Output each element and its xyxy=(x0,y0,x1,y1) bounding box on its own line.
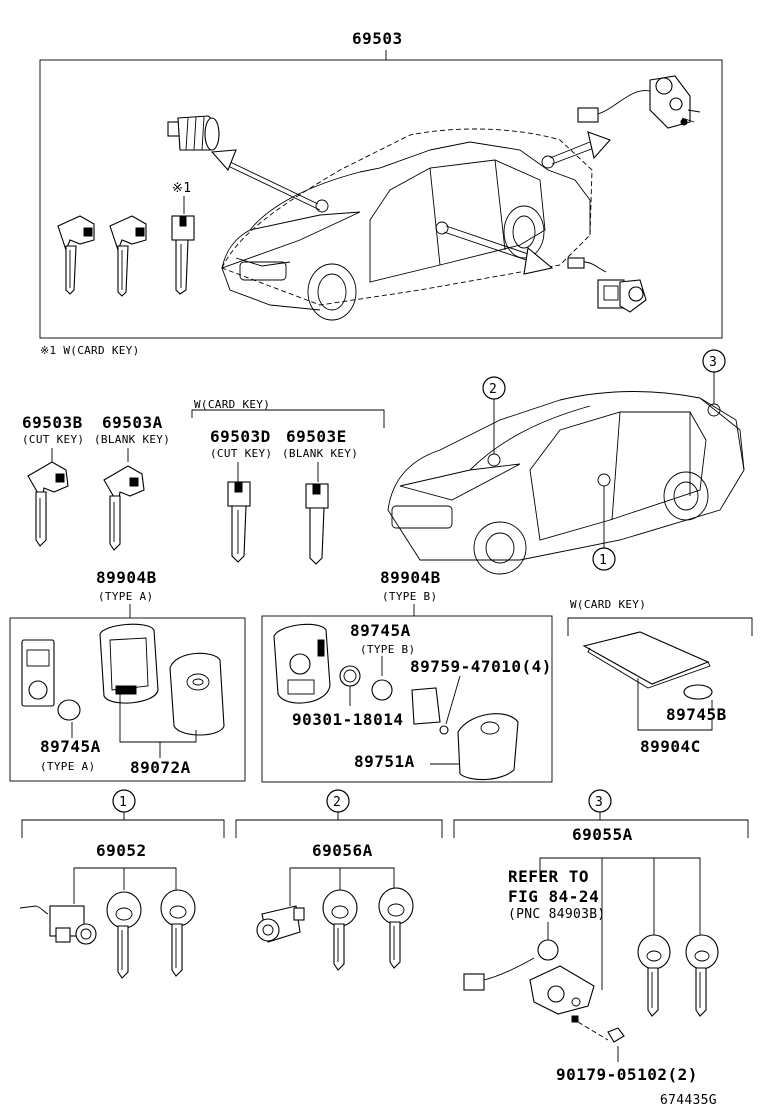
master-key-3a xyxy=(637,934,671,1017)
card-key-group-label: W(CARD KEY) xyxy=(194,398,270,411)
type-b-header-sub: (TYPE B) xyxy=(382,590,437,603)
part-number-69503b: 69503B xyxy=(22,413,83,432)
trunk-lock-top xyxy=(577,75,701,129)
ignition-cylinder-top xyxy=(167,115,220,151)
battery-type-b xyxy=(371,679,393,701)
cut-key-card-blade xyxy=(227,481,251,563)
arrow-to-front-cylinder xyxy=(210,149,321,211)
key-cover-type-b xyxy=(457,713,519,781)
bolt-pn: 90179-05102(2) xyxy=(556,1065,698,1084)
o-ring xyxy=(339,665,361,687)
door-lock-cylinder xyxy=(256,905,305,943)
label-cut-key-2: (CUT KEY) xyxy=(210,447,272,460)
arrow-to-door-lock xyxy=(443,225,554,275)
door-lock-top xyxy=(567,257,647,313)
part-number-69503e: 69503E xyxy=(286,427,347,446)
callout-3-lower: 3 xyxy=(595,795,603,810)
type-a-header-sub: (TYPE A) xyxy=(98,590,153,603)
group2-pn: 69056A xyxy=(312,841,373,860)
master-key-3b xyxy=(685,934,719,1017)
type-b-battery-pn: 89745A xyxy=(350,621,411,640)
type-b-screw-pn: 89759-47010(4) xyxy=(410,657,552,676)
key-case-type-b xyxy=(273,623,331,704)
type-b-header-pn: 89904B xyxy=(380,568,441,587)
ignition-switch-assembly xyxy=(19,905,97,945)
smart-key-left xyxy=(57,215,95,295)
master-key-2b xyxy=(378,887,414,969)
blank-key-card-blade xyxy=(305,483,329,565)
bolt-icon xyxy=(607,1027,625,1043)
battery-holder-plate xyxy=(411,687,441,725)
card-key-group-label-2: W(CARD KEY) xyxy=(570,598,646,611)
master-key-1b xyxy=(160,889,196,977)
type-a-battery-sub: (TYPE A) xyxy=(40,760,95,773)
type-b-cover-pn: 89751A xyxy=(354,752,415,771)
type-b-frame xyxy=(261,615,553,783)
battery-card-key xyxy=(683,684,713,700)
refer-line-3: (PNC 84903B) xyxy=(508,907,606,922)
type-a-battery-pn: 89745A xyxy=(40,737,101,756)
trunk-lock-assembly xyxy=(463,939,595,1023)
type-b-oring-pn: 90301-18014 xyxy=(292,710,403,729)
group1-pn: 69052 xyxy=(96,841,147,860)
key-cover-type-a xyxy=(169,652,225,736)
callout-1-upper: 1 xyxy=(599,553,607,568)
part-number-69503d: 69503D xyxy=(210,427,271,446)
group3-pn: 69055A xyxy=(572,825,633,844)
cut-key-smart xyxy=(27,461,69,547)
card-key-mark: ※1 xyxy=(172,181,191,196)
type-a-frame xyxy=(9,617,246,782)
master-key-2a xyxy=(322,889,358,971)
type-a-header-pn: 89904B xyxy=(96,568,157,587)
label-blank-key-2: (BLANK KEY) xyxy=(282,447,358,460)
part-number-69503a: 69503A xyxy=(102,413,163,432)
callout-1-lower: 1 xyxy=(119,795,127,810)
blank-key-smart xyxy=(103,465,145,551)
type-a-case-pn: 89072A xyxy=(130,758,191,777)
label-blank-key: (BLANK KEY) xyxy=(94,433,170,446)
callout-2-upper: 2 xyxy=(489,382,497,397)
assembly-part-number: 69503 xyxy=(352,29,403,48)
figure-id: 674435G xyxy=(660,1093,717,1108)
arrow-to-trunk-lock xyxy=(549,131,611,165)
callout-3-upper: 3 xyxy=(709,355,717,370)
vehicle-overview-callouts xyxy=(387,391,745,575)
smart-key-middle xyxy=(109,215,147,297)
type-b-battery-sub: (TYPE B) xyxy=(360,643,415,656)
card-key-footnote: ※1 W(CARD KEY) xyxy=(40,344,140,357)
screw-icon xyxy=(439,725,449,735)
key-case-frame-type-a xyxy=(99,623,159,704)
refer-line-1: REFER TO xyxy=(508,867,589,886)
card-key-pn: 89904C xyxy=(640,737,701,756)
battery-type-a xyxy=(57,699,81,721)
card-key-blade-top xyxy=(171,215,195,295)
card-battery-pn: 89745B xyxy=(666,705,727,724)
label-cut-key: (CUT KEY) xyxy=(22,433,84,446)
refer-line-2: FIG 84-24 xyxy=(508,887,599,906)
card-key xyxy=(582,631,711,689)
assembly-frame xyxy=(39,59,723,339)
key-module-type-a xyxy=(21,639,55,707)
vehicle-overview-top xyxy=(221,128,593,321)
callout-2-lower: 2 xyxy=(333,795,341,810)
master-key-1a xyxy=(106,891,142,979)
